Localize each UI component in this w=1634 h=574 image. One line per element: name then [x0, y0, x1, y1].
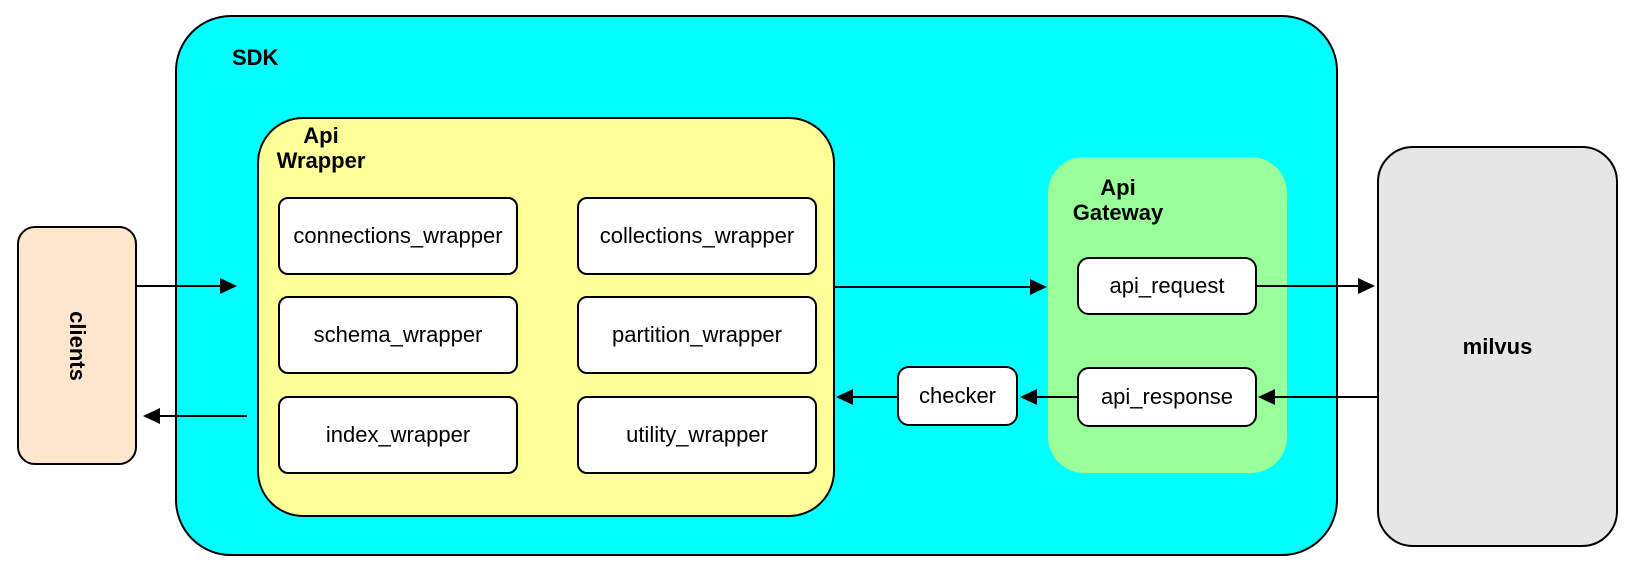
- module-schema-wrapper: schema_wrapper: [278, 296, 518, 374]
- arrow-line: [1036, 396, 1077, 398]
- module-collections-wrapper: collections_wrapper: [577, 197, 817, 275]
- checker-node: checker: [897, 366, 1018, 426]
- module-label: utility_wrapper: [626, 422, 768, 447]
- milvus-node: milvus: [1377, 146, 1618, 547]
- api-response-label: api_response: [1100, 384, 1234, 409]
- milvus-label: milvus: [1462, 333, 1533, 359]
- api-request-label: api_request: [1109, 273, 1225, 298]
- module-label: schema_wrapper: [313, 322, 483, 347]
- api-request-node: api_request: [1077, 257, 1257, 315]
- api-response-node: api_response: [1077, 367, 1257, 427]
- api-gateway-label: Api Gateway: [1072, 175, 1164, 225]
- arrow-line: [852, 396, 897, 398]
- arrowhead-right-icon: [220, 278, 237, 294]
- module-connections-wrapper: connections_wrapper: [278, 197, 518, 275]
- module-label: index_wrapper: [325, 422, 471, 447]
- arrow-line: [1257, 285, 1359, 287]
- api-wrapper-label: Api Wrapper: [276, 123, 366, 173]
- module-label: connections_wrapper: [293, 223, 503, 248]
- module-label: partition_wrapper: [612, 322, 782, 347]
- arrow-line: [159, 415, 247, 417]
- api-gateway-container: Api Gateway api_request api_response: [1048, 157, 1287, 473]
- arrowhead-left-icon: [143, 408, 160, 424]
- arrowhead-left-icon: [1020, 389, 1037, 405]
- arrowhead-left-icon: [836, 389, 853, 405]
- module-index-wrapper: index_wrapper: [278, 396, 518, 474]
- arrow-line: [137, 285, 221, 287]
- arrow-line: [835, 286, 1031, 288]
- module-partition-wrapper: partition_wrapper: [577, 296, 817, 374]
- clients-node: clients: [17, 226, 137, 465]
- module-utility-wrapper: utility_wrapper: [577, 396, 817, 474]
- checker-label: checker: [918, 383, 997, 408]
- arrowhead-right-icon: [1030, 279, 1047, 295]
- clients-label: clients: [64, 310, 90, 381]
- arrow-line: [1274, 396, 1377, 398]
- arrowhead-right-icon: [1358, 278, 1375, 294]
- module-label: collections_wrapper: [599, 223, 795, 248]
- api-wrapper-container: Api Wrapper connections_wrapper collecti…: [257, 117, 835, 517]
- sdk-label: SDK: [232, 45, 279, 70]
- sdk-container: SDK Api Wrapper connections_wrapper coll…: [175, 15, 1338, 556]
- arrowhead-left-icon: [1258, 389, 1275, 405]
